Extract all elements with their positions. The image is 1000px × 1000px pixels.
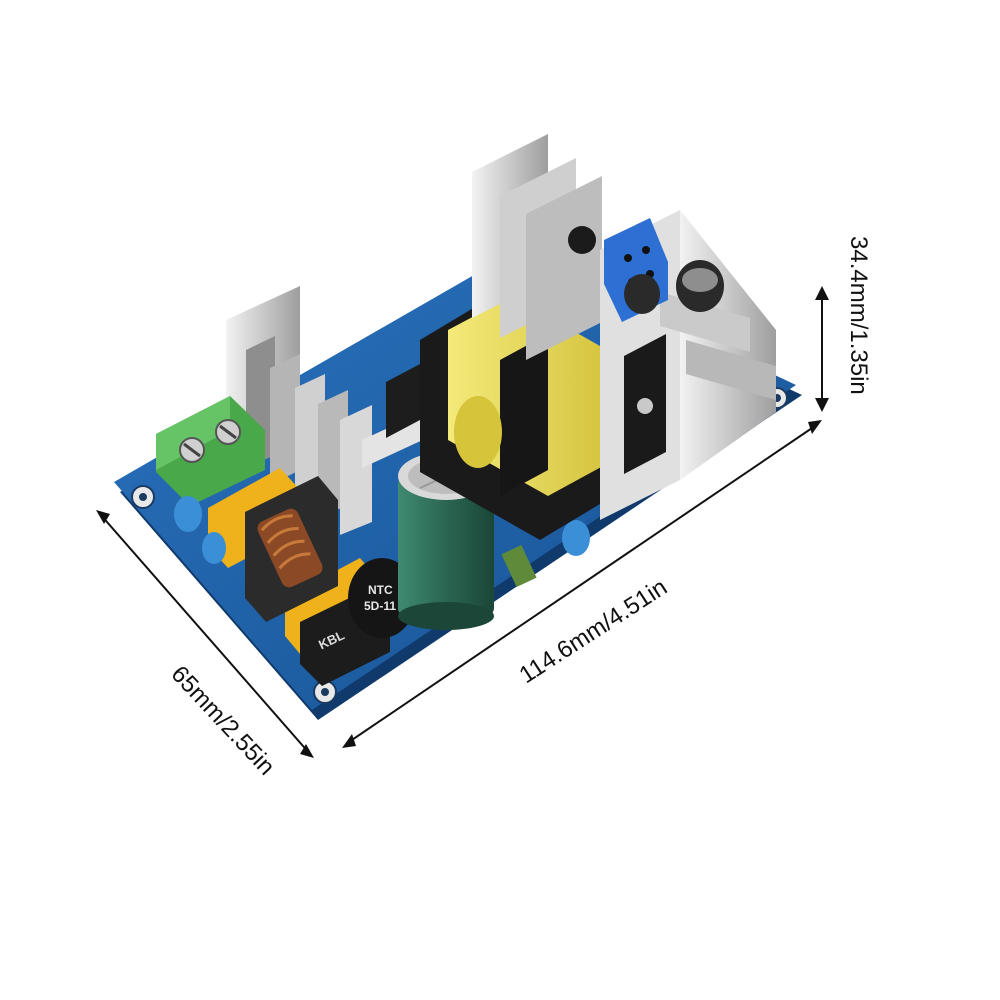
transformer	[420, 292, 620, 540]
double-arrow-icon	[342, 734, 356, 748]
film-capacitor	[501, 545, 537, 587]
double-arrow-icon	[815, 286, 829, 300]
screw-terminal-icon	[156, 396, 265, 506]
y-capacitor	[174, 496, 590, 564]
length-label: 114.6mm/4.51in	[515, 574, 673, 689]
power-transistor	[386, 334, 666, 474]
double-arrow-icon	[815, 398, 829, 412]
height-dimension: 34.4mm/1.35in	[815, 236, 872, 412]
double-arrow-icon	[300, 744, 314, 758]
left-heatsink	[226, 286, 440, 535]
height-label: 34.4mm/1.35in	[845, 236, 872, 395]
common-mode-choke	[245, 476, 338, 622]
width-label: 65mm/2.55in	[166, 661, 280, 781]
ntc-marking-line2: 5D-11	[364, 599, 396, 613]
width-arrow-line	[99, 513, 311, 755]
output-capacitor	[568, 226, 724, 314]
length-arrow-line	[345, 423, 819, 745]
ntc-marking-line1: NTC	[368, 583, 393, 597]
double-arrow-icon	[96, 510, 110, 524]
double-arrow-icon	[808, 420, 822, 434]
